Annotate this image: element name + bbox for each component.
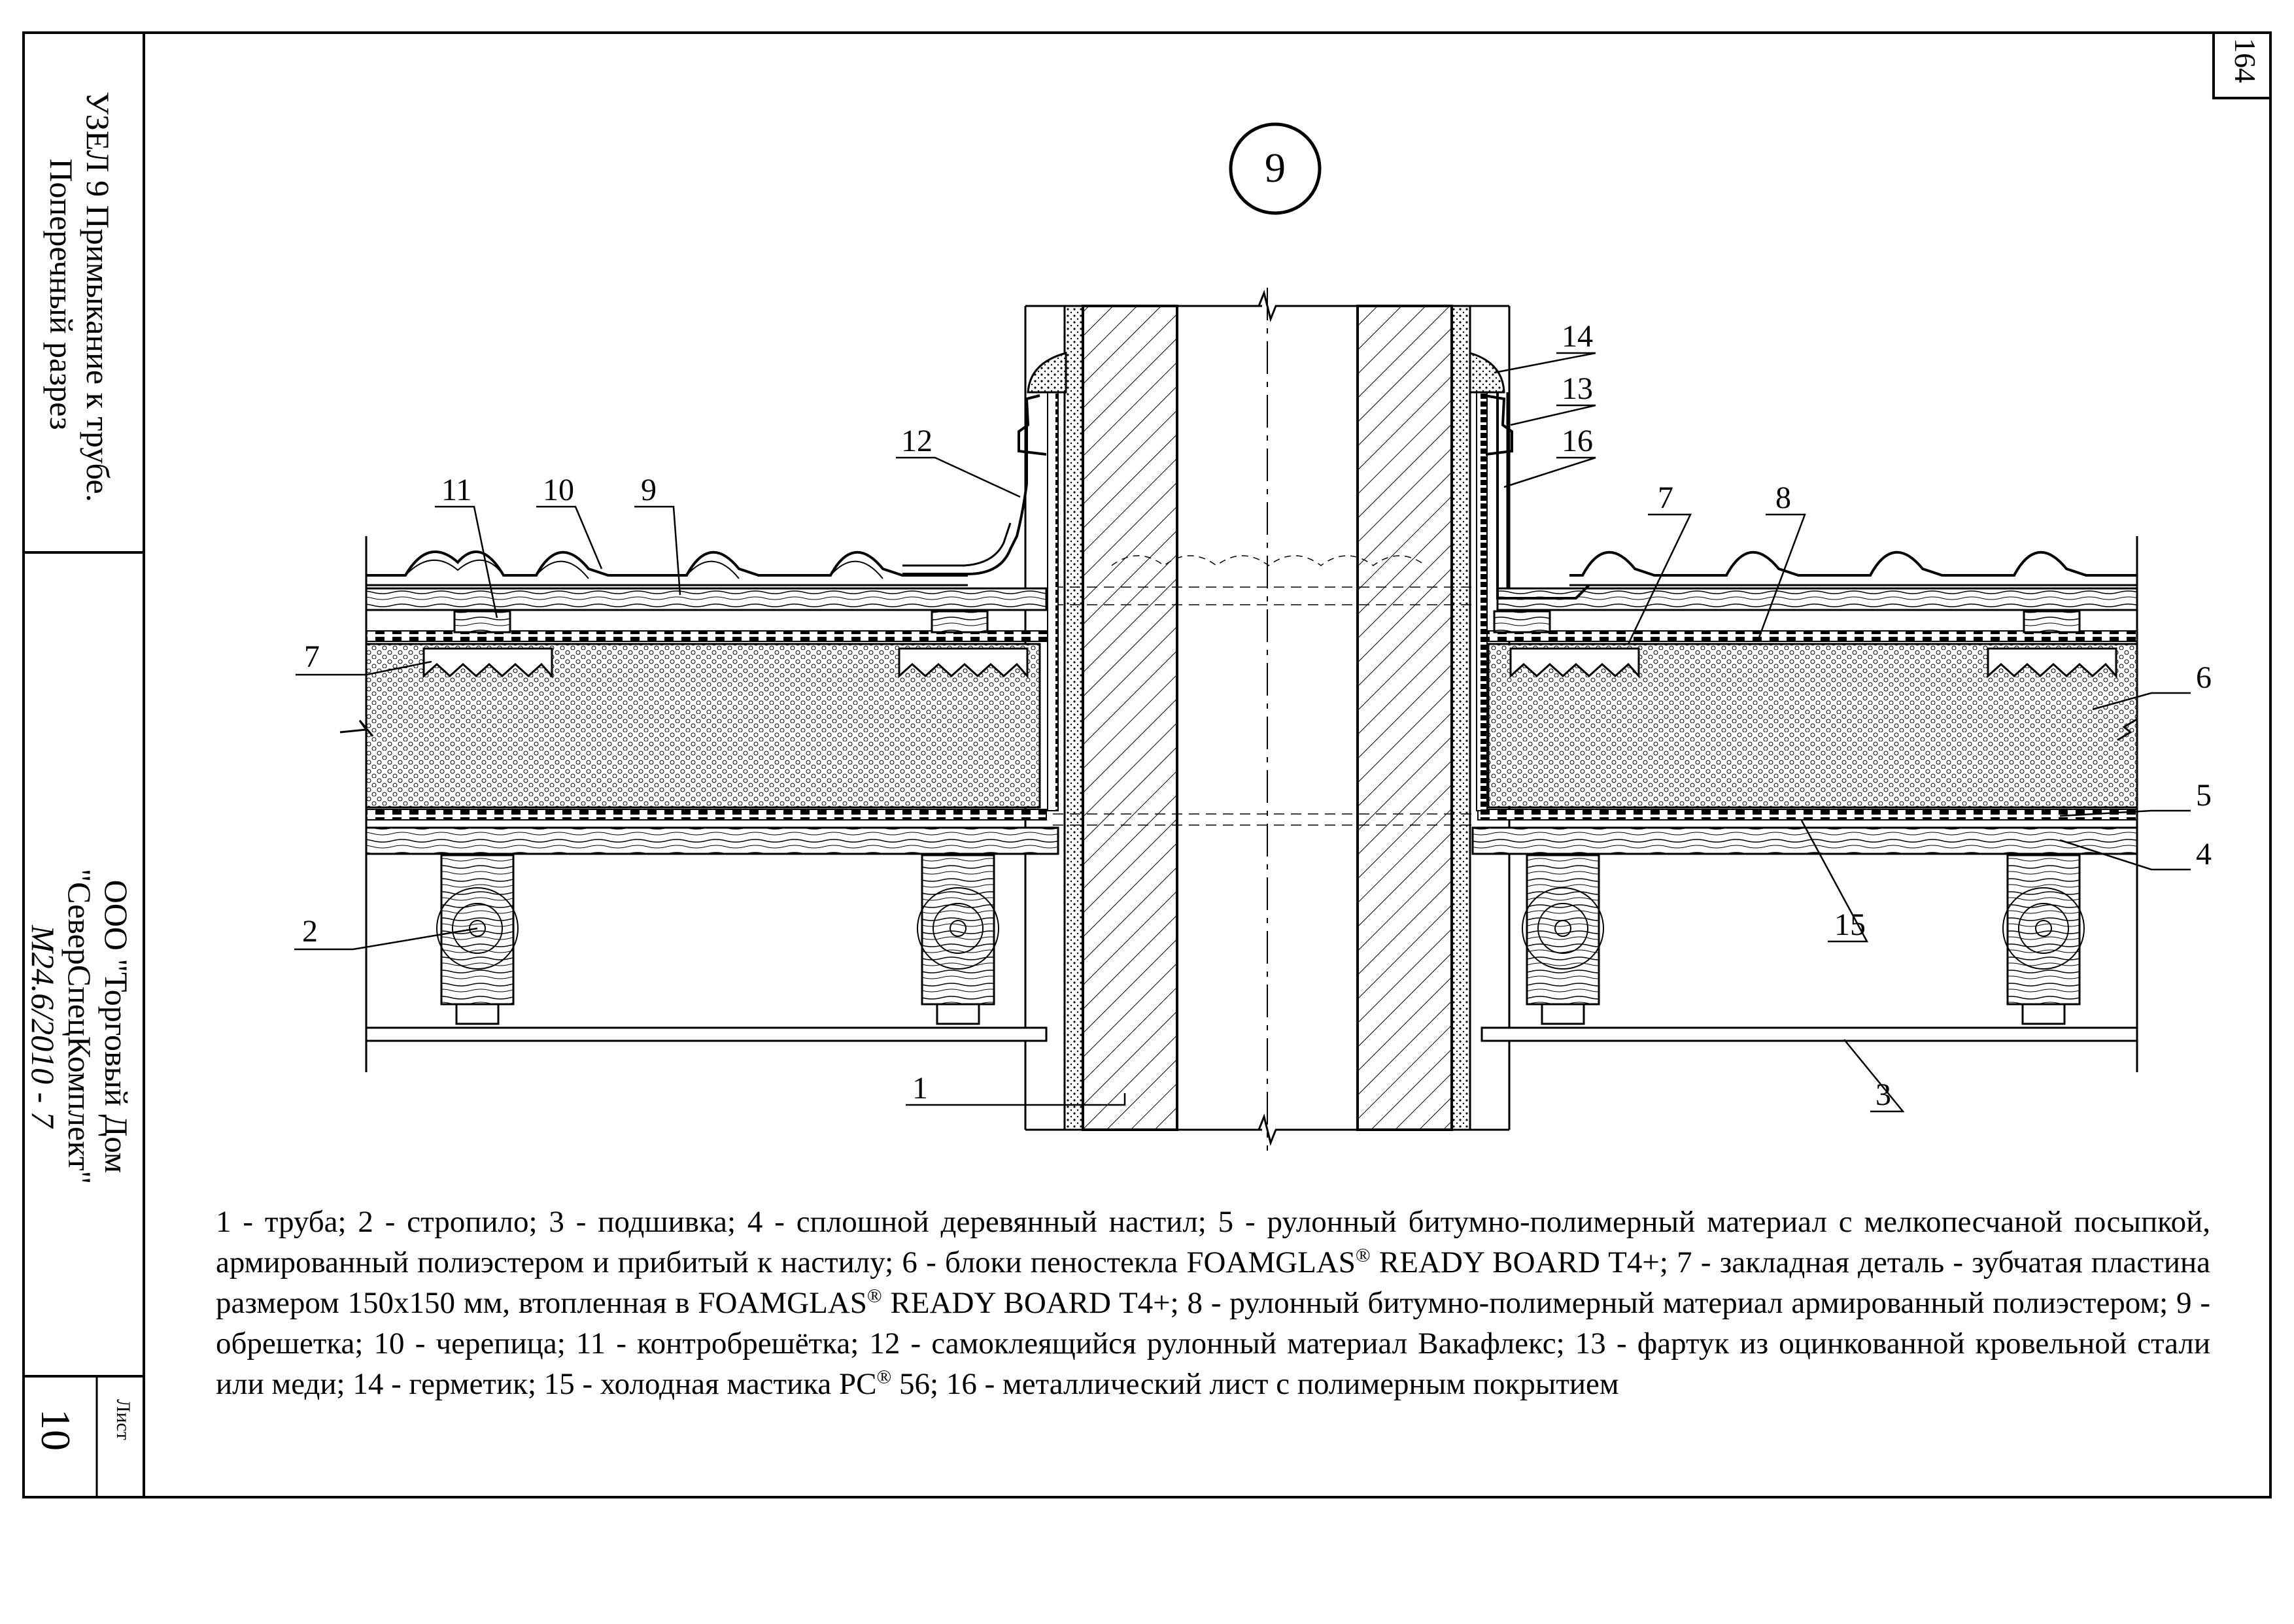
- callout-7-left: 7: [304, 639, 320, 674]
- callout-7-right: 7: [1658, 481, 1673, 515]
- callout-13: 13: [1562, 371, 1593, 406]
- title-line-2: Поперечный разрез: [43, 158, 80, 430]
- legend-part-2: READY BOARD T4+; 7 - закладная деталь - …: [216, 1245, 2210, 1320]
- registered-mark: ®: [876, 1366, 892, 1388]
- roof-right: [1469, 351, 2138, 1072]
- company-line-2: "СеверСпецКомплект": [61, 868, 98, 1185]
- pipe: [1024, 288, 1511, 1151]
- page-number-box: [2212, 31, 2272, 99]
- legend-part-1: 1 - труба; 2 - стропило; 3 - подшивка; 4…: [216, 1205, 2210, 1279]
- callout-12: 12: [901, 424, 933, 458]
- callout-14: 14: [1562, 319, 1593, 354]
- title-block-company: ООО "Торговый Дом "СеверСпецКомплект" М2…: [25, 843, 135, 1210]
- legend-part-3: READY BOARD T4+; 8 - рулонный битумно-по…: [216, 1286, 2210, 1401]
- legend: 1 - труба; 2 - стропило; 3 - подшивка; 4…: [216, 1202, 2210, 1404]
- callout-leaders: [294, 352, 2191, 1113]
- callout-16: 16: [1562, 424, 1593, 458]
- roof-left: [339, 352, 1067, 1072]
- title-block-title: УЗЕЛ 9 Примыкание к трубе. Поперечный ра…: [43, 92, 116, 503]
- callout-4: 4: [2196, 837, 2212, 871]
- node-circle: [1229, 122, 1322, 215]
- registered-mark: ®: [866, 1285, 882, 1307]
- legend-part-4: 56; 16 - металлический лист с полимерным…: [891, 1367, 1619, 1401]
- sheet-value: 10: [33, 1409, 79, 1451]
- callout-1: 1: [912, 1071, 928, 1106]
- callout-9: 9: [641, 473, 657, 507]
- callout-10: 10: [543, 473, 574, 507]
- callout-11: 11: [441, 473, 471, 507]
- registered-mark: ®: [1355, 1244, 1371, 1266]
- callout-15: 15: [1834, 907, 1866, 942]
- node-number: 9: [1265, 144, 1286, 191]
- page-number: 164: [2229, 38, 2262, 83]
- callout-6: 6: [2196, 660, 2212, 695]
- sheet-label: Лист: [112, 1399, 134, 1440]
- callout-numbers: 1 2 3 4 5 6 7 7 8 9 10 11 12 13 14 15 16: [302, 319, 2212, 1112]
- callout-8: 8: [1775, 481, 1791, 515]
- callout-5: 5: [2196, 778, 2212, 813]
- company-line-1: ООО "Торговый Дом: [98, 879, 135, 1174]
- callout-3: 3: [1875, 1077, 1891, 1112]
- title-line-1: УЗЕЛ 9 Примыкание к трубе.: [80, 92, 116, 503]
- doc-code: М24.6/2010 - 7: [25, 925, 61, 1128]
- outer-frame: [22, 31, 2272, 1498]
- callout-2: 2: [302, 914, 318, 949]
